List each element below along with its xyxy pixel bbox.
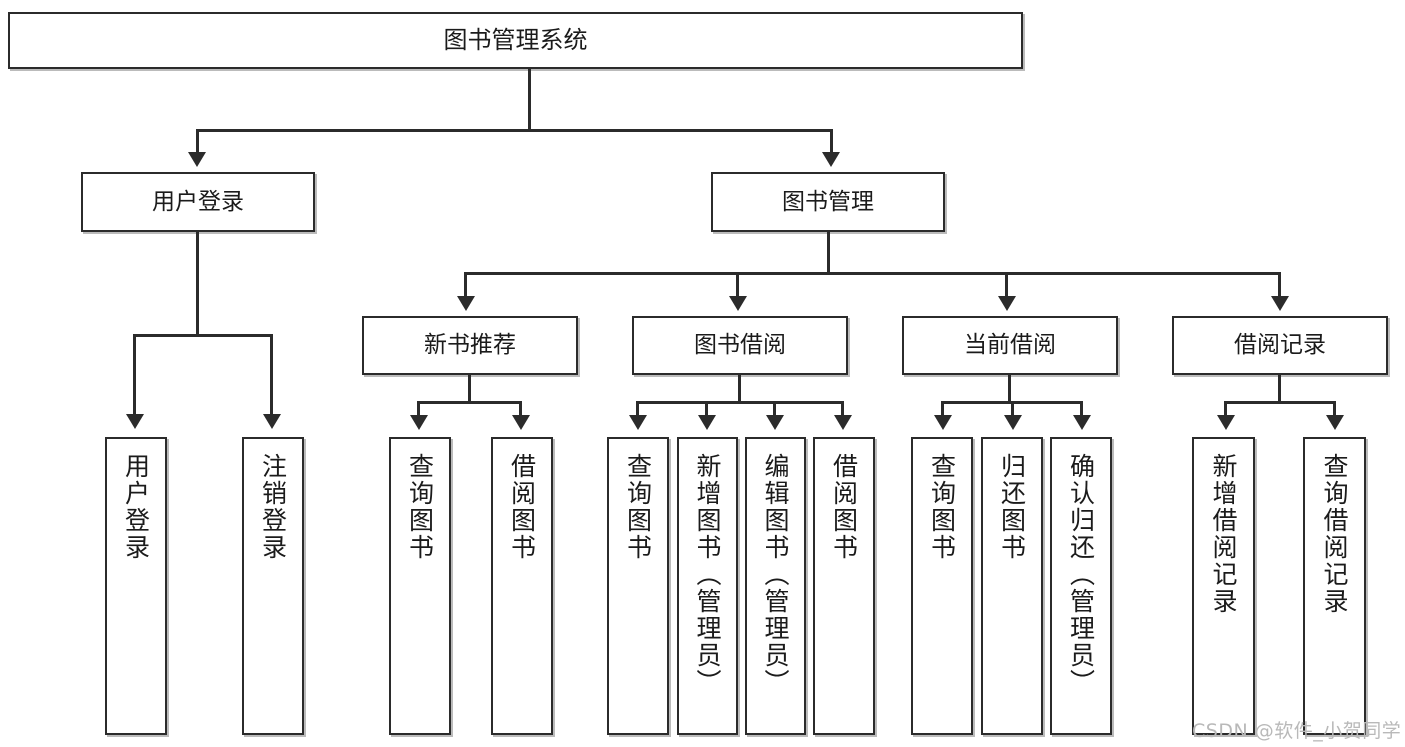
node-user-login[interactable]: 用户登录 [81,172,315,232]
leaf-user-login[interactable]: 用户登录 [105,437,167,735]
arrowhead-currentborrow-leaf2 [1004,415,1022,430]
connector-borrowrecord-bus [1224,401,1336,404]
arrowhead-newbook-leaf2 [512,415,530,430]
connector-currentborrow-leaf1 [941,401,944,417]
node-root-system[interactable]: 图书管理系统 [8,12,1023,69]
connector-bookborrow-leaf1 [636,401,639,417]
connector-bookborrow-leaf3 [773,401,776,417]
watermark-text: CSDN @软件_小贺同学 [1192,720,1402,742]
node-label: 查询借阅记录 [1320,453,1349,615]
connector-root-to-userlogin [196,129,199,154]
arrowhead-currentborrow-leaf3 [1073,415,1091,430]
connector-newbook-stem [468,375,471,403]
connector-bookborrow-stem [738,375,741,403]
leaf-newbook-borrow-book[interactable]: 借阅图书 [491,437,553,735]
node-label: 图书管理 [782,188,874,215]
connector-bookborrow-bus [636,401,844,404]
connector-root-to-bookmgmt [830,129,833,154]
arrowhead-bookborrow-leaf2 [698,415,716,430]
connector-bookborrow-leaf2 [705,401,708,417]
node-label: 查询图书 [623,453,653,561]
leaf-currentborrow-confirm-return[interactable]: 确认归还（管理员） [1050,437,1112,735]
arrowhead-bookmgmt [822,152,840,167]
arrowhead-currentborrow [998,296,1016,311]
connector-bookborrow-leaf4 [841,401,844,417]
connector-userlogin-stem [196,232,199,336]
node-book-management[interactable]: 图书管理 [711,172,945,232]
node-label: 借阅图书 [829,453,859,561]
node-label: 归还图书 [997,453,1027,561]
arrowhead-borrowrecord [1271,296,1289,311]
connector-newbook-leaf2 [519,401,522,417]
arrowhead-userlogin [188,152,206,167]
leaf-bookborrow-borrow-book[interactable]: 借阅图书 [813,437,875,735]
connector-bookmgmt-to-borrowrecord [1278,272,1281,298]
connector-userlogin-leaf1 [133,334,136,416]
arrowhead-bookborrow-leaf1 [629,415,647,430]
node-label: 用户登录 [152,188,244,215]
arrowhead-bookborrow-leaf3 [766,415,784,430]
leaf-borrowrecord-add-record[interactable]: 新增借阅记录 [1192,437,1255,735]
connector-newbook-leaf1 [417,401,420,417]
connector-borrowrecord-leaf2 [1333,401,1336,417]
node-label: 新增借阅记录 [1209,453,1238,615]
node-new-book-recommend[interactable]: 新书推荐 [362,316,578,375]
node-label: 借阅图书 [507,453,537,561]
node-current-borrow[interactable]: 当前借阅 [902,316,1118,375]
node-label: 当前借阅 [964,332,1056,359]
node-label: 查询图书 [405,453,435,561]
node-borrow-record[interactable]: 借阅记录 [1172,316,1388,375]
leaf-bookborrow-edit-book[interactable]: 编辑图书（管理员） [745,437,806,735]
node-label: 新书推荐 [424,332,516,359]
leaf-currentborrow-return-book[interactable]: 归还图书 [981,437,1043,735]
node-label: 确认归还（管理员） [1066,453,1096,696]
arrowhead-newbook [457,296,475,311]
connector-root-bus [196,129,833,132]
connector-currentborrow-stem [1008,375,1011,403]
arrowhead-leaf-logout [263,414,281,429]
node-label: 编辑图书（管理员） [761,453,790,696]
connector-currentborrow-leaf2 [1011,401,1014,417]
connector-currentborrow-leaf3 [1080,401,1083,417]
node-label: 注销登录 [258,453,288,561]
node-label: 新增图书（管理员） [693,453,722,696]
connector-borrowrecord-stem [1278,375,1281,403]
leaf-logout[interactable]: 注销登录 [242,437,304,735]
connector-bookmgmt-to-bookborrow [736,272,739,298]
node-book-borrow[interactable]: 图书借阅 [632,316,848,375]
arrowhead-currentborrow-leaf1 [934,415,952,430]
connector-newbook-bus [417,401,522,404]
arrowhead-bookborrow-leaf4 [834,415,852,430]
connector-borrowrecord-leaf1 [1224,401,1227,417]
leaf-currentborrow-query-book[interactable]: 查询图书 [911,437,973,735]
node-label: 借阅记录 [1234,332,1326,359]
node-label: 图书借阅 [694,332,786,359]
arrowhead-borrowrecord-leaf1 [1217,415,1235,430]
arrowhead-newbook-leaf1 [410,415,428,430]
arrowhead-leaf-user-login [126,414,144,429]
connector-userlogin-bus [133,334,273,337]
leaf-bookborrow-query-book[interactable]: 查询图书 [607,437,669,735]
connector-bookmgmt-to-currentborrow [1005,272,1008,298]
node-label: 图书管理系统 [443,25,588,54]
leaf-newbook-query-book[interactable]: 查询图书 [389,437,451,735]
node-label: 用户登录 [121,453,151,561]
arrowhead-bookborrow [729,296,747,311]
connector-bookmgmt-stem [827,232,830,274]
arrowhead-borrowrecord-leaf2 [1326,415,1344,430]
connector-bookmgmt-to-newbook [464,272,467,298]
connector-userlogin-leaf2 [270,334,273,416]
connector-root-stem [528,69,531,131]
leaf-borrowrecord-query-record[interactable]: 查询借阅记录 [1303,437,1366,735]
node-label: 查询图书 [927,453,957,561]
leaf-bookborrow-add-book[interactable]: 新增图书（管理员） [677,437,738,735]
connector-bookmgmt-bus [464,272,1281,275]
